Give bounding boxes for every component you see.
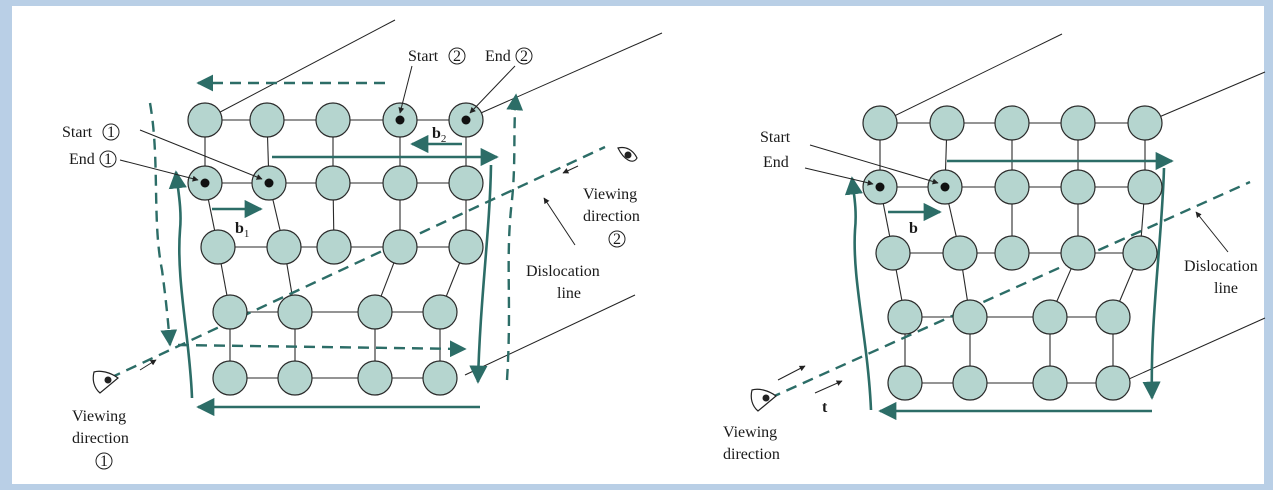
end1-label: End (69, 151, 95, 168)
dashed-circuit-bottom (177, 340, 467, 358)
circled-2: 2 (520, 48, 528, 65)
circled-2: 2 (613, 231, 621, 248)
circled-1: 1 (100, 453, 108, 470)
dislocation-label: Dislocation (526, 263, 600, 280)
end2-label: End (485, 48, 511, 65)
dislocation-label: line (557, 285, 581, 302)
b1-label: b1 (235, 220, 249, 240)
solid-circuit-left (168, 170, 194, 399)
solid-circuit-right (469, 164, 493, 384)
right-diagram: Start End b t Dislocation line Viewing d… (723, 33, 1266, 463)
start-label: Start (760, 129, 791, 146)
lattice-atoms (187, 102, 484, 396)
plane-line (879, 33, 1063, 124)
plane-line (204, 19, 396, 121)
dislocation-label: line (1214, 280, 1238, 297)
b-label: b (909, 220, 918, 237)
circled-2: 2 (453, 48, 461, 65)
start2-label: Start (408, 48, 439, 65)
viewing2-label: Viewing (583, 186, 637, 203)
circled-1: 1 (104, 151, 112, 168)
circled-1: 1 (107, 124, 115, 141)
solid-circuit-right (1142, 167, 1166, 400)
eye-icon (617, 146, 638, 162)
dislocation-line (769, 180, 1251, 400)
eye-icon (750, 388, 777, 412)
t-label: t (822, 399, 828, 416)
plane-line (1119, 317, 1266, 384)
left-diagram: Start 2 End 2 Start 1 End 1 b1 b2 Viewin… (62, 19, 663, 470)
viewing1-label: Viewing (72, 408, 126, 425)
start1-label: Start (62, 124, 93, 141)
plane-line (1144, 71, 1266, 124)
end-label: End (763, 154, 789, 171)
lattice-atoms (862, 105, 1163, 401)
solid-circuit-left (844, 176, 873, 411)
dashed-circuit-left (148, 102, 178, 347)
plane-line (464, 32, 663, 121)
viewing-label: Viewing (723, 424, 777, 441)
viewing-label: direction (723, 446, 780, 463)
viewing1-label: direction (72, 430, 129, 447)
plane-line (464, 294, 636, 376)
dislocation-label: Dislocation (1184, 258, 1258, 275)
dashed-circuit-right (505, 93, 524, 381)
dislocation-line (109, 145, 606, 380)
eye-icon (92, 370, 119, 394)
b2-label: b2 (432, 125, 446, 145)
viewing2-label: direction (583, 208, 640, 225)
